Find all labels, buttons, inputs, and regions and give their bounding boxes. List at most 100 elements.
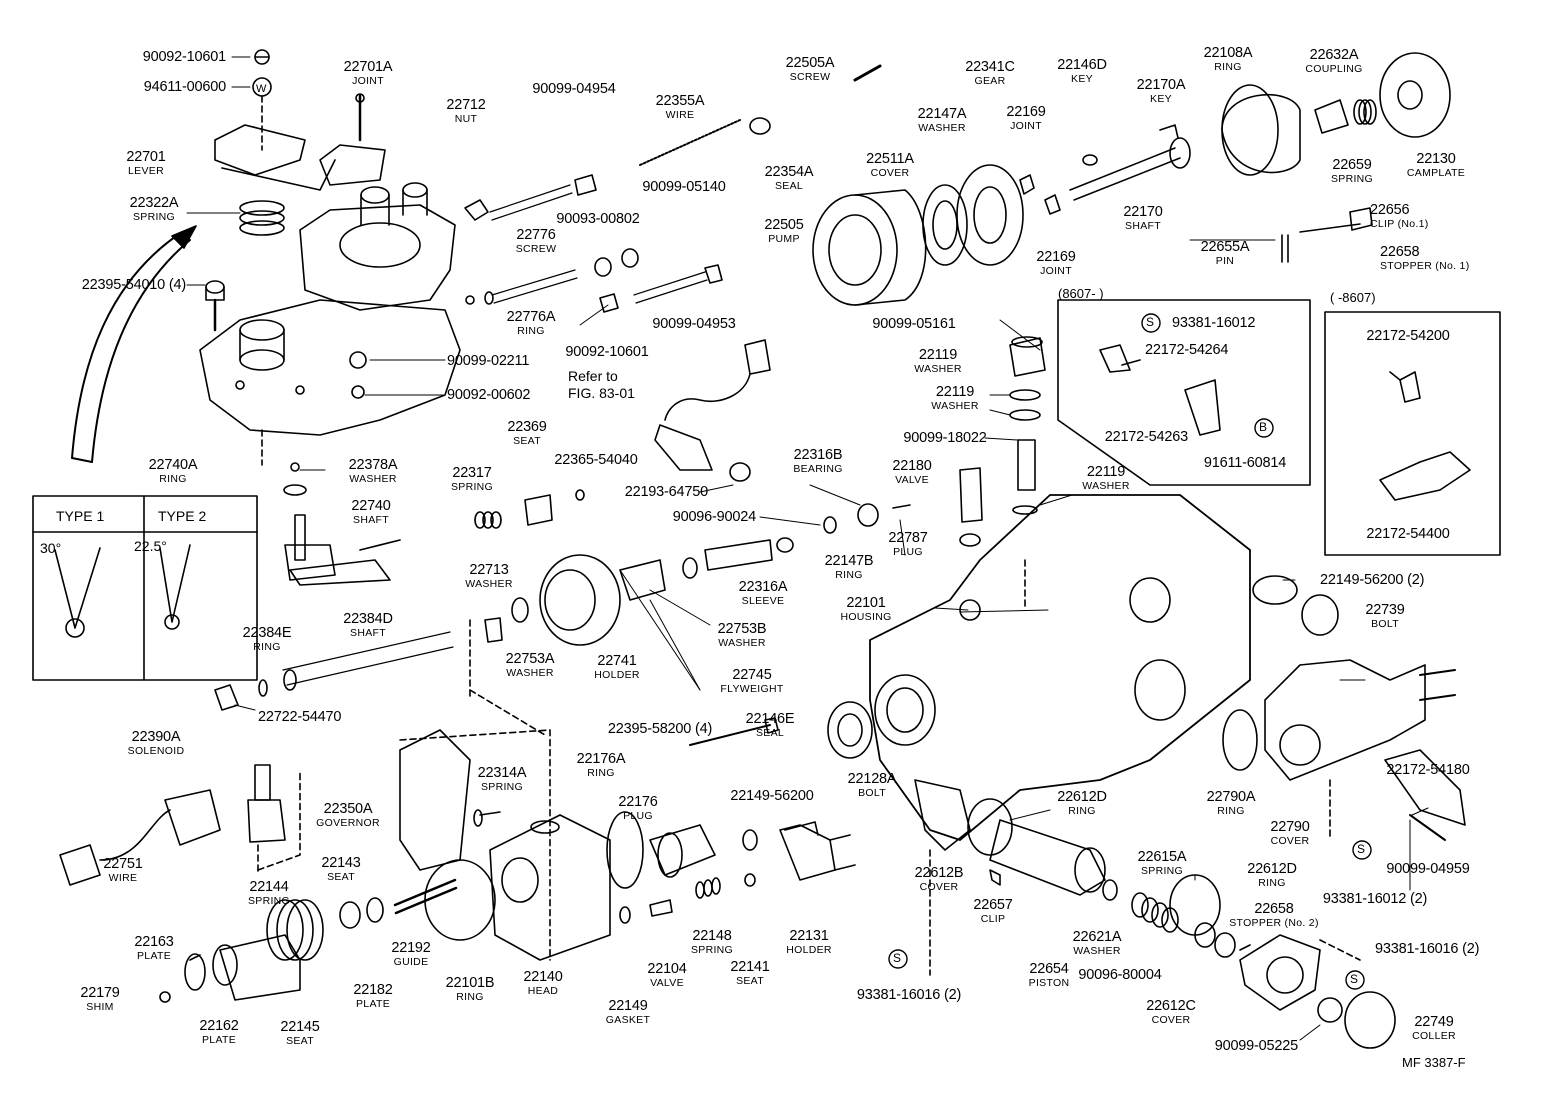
label-90092-10601-mid: 90092-10601 — [565, 344, 649, 360]
label-93381-16012-2: 93381-16012 (2) — [1322, 891, 1428, 907]
label-22172-54180: 22172-54180 — [1386, 762, 1470, 778]
label-22172-54264: 22172-54264 — [1145, 342, 1229, 358]
label-90099-05140: 90099-05140 — [642, 179, 726, 195]
figure-code: MF 3387-F — [1402, 1055, 1466, 1070]
s-marker-inset — [1141, 313, 1161, 333]
inset-type1-label: TYPE 1 — [56, 508, 105, 524]
reference-note-line2: FIG. 83-01 — [568, 385, 635, 401]
label-91611-60814: 91611-60814 — [1203, 455, 1287, 471]
s-letter-lower-right: S — [1350, 972, 1359, 986]
b-letter-inset: B — [1259, 420, 1268, 434]
range-tag-from-8607: (8607- ) — [1058, 286, 1104, 301]
label-22172-54400: 22172-54400 — [1366, 526, 1450, 542]
label-93381-16016-2-left: 93381-16016 (2) — [856, 987, 962, 1003]
label-94611-00600: 94611-00600 — [143, 79, 226, 95]
label-90096-90024: 90096-90024 — [672, 509, 756, 525]
label-22149-56200-2: 22149-56200 (2) — [1320, 572, 1425, 588]
s-letter-inset: S — [1146, 315, 1155, 329]
inset-type2-angle: 22.5° — [134, 538, 167, 554]
label-90092-10601-top: 90092-10601 — [142, 49, 226, 65]
inset-type2-label: TYPE 2 — [158, 508, 207, 524]
label-90096-80004: 90096-80004 — [1078, 967, 1162, 983]
label-90099-05161: 90099-05161 — [872, 316, 956, 332]
label-22365-54040: 22365-54040 — [554, 452, 638, 468]
label-90099-04959: 90099-04959 — [1386, 861, 1470, 877]
s-marker-lower-left — [888, 949, 908, 969]
s-letter-right: S — [1357, 842, 1366, 856]
label-22395-54010: 22395-54010 (4) — [81, 277, 186, 293]
label-90092-00602: 90092-00602 — [447, 387, 531, 403]
label-22193-64750: 22193-64750 — [624, 484, 708, 500]
label-90093-00802: 90093-00802 — [556, 211, 640, 227]
s-letter-lower-left: S — [893, 951, 902, 965]
b-marker-inset — [1254, 418, 1274, 438]
label-90099-05225: 90099-05225 — [1214, 1038, 1298, 1054]
reference-note-line1: Refer to — [568, 368, 618, 384]
inset-type1-angle: 30° — [40, 540, 62, 556]
